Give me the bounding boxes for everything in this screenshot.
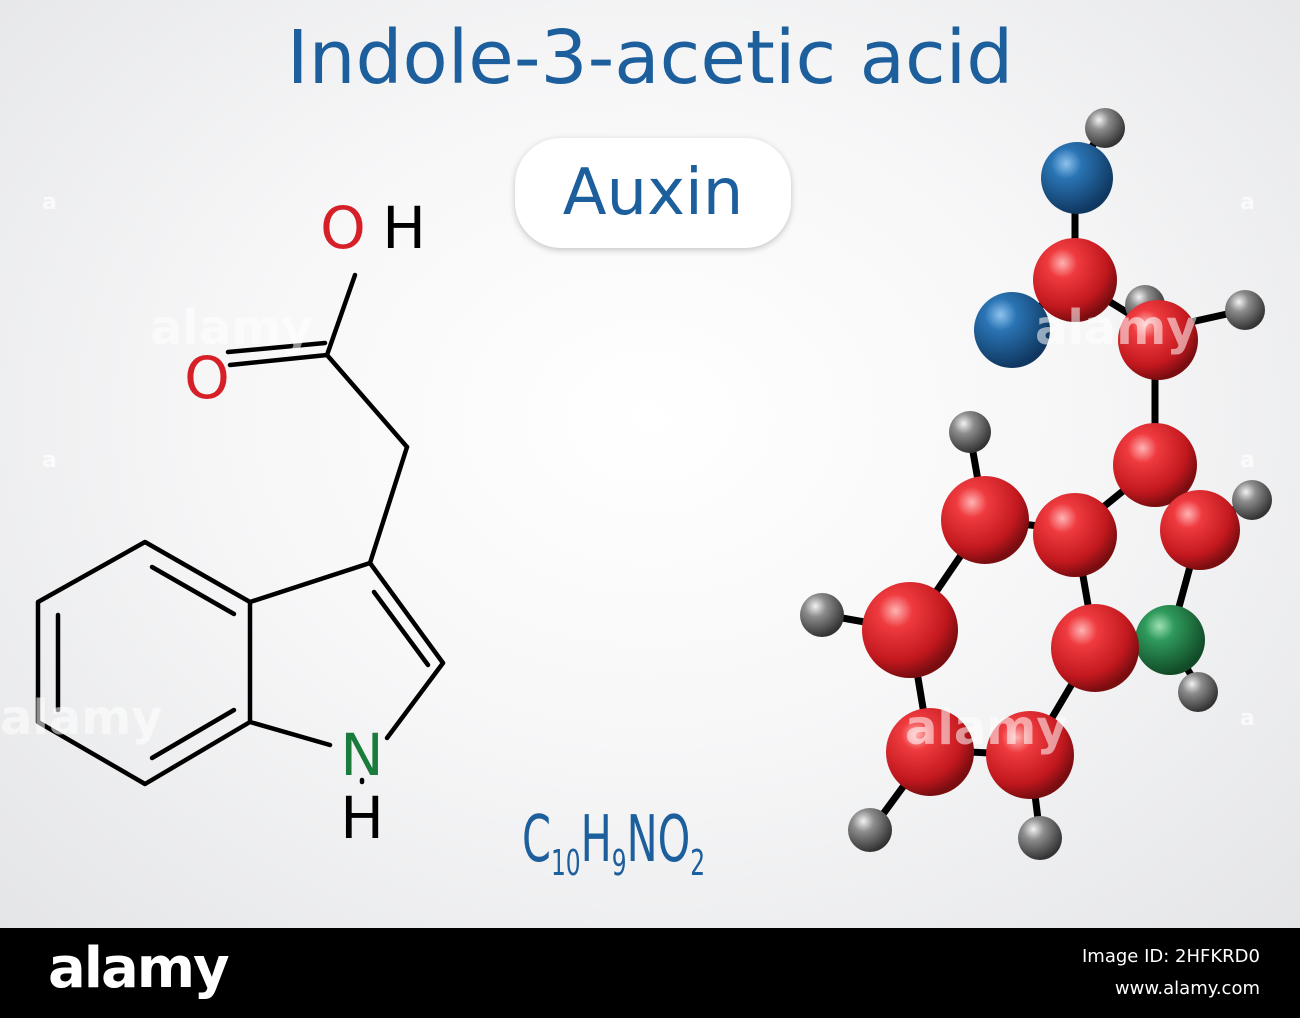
skeletal-formula: O H O N H [35, 194, 446, 852]
formula-subscript: 10 [550, 843, 581, 884]
footer-url: www.alamy.com [1114, 978, 1260, 999]
formula-subscript: 9 [611, 843, 627, 884]
hydrogen-atom [1178, 672, 1218, 712]
carbon-atom [1113, 423, 1197, 507]
footer-image-id: Image ID: 2HFKRD0 [1081, 946, 1260, 967]
carbon-atom [1160, 490, 1240, 570]
subtitle-text: Auxin [562, 156, 744, 230]
bond-carbonyl-1 [227, 352, 330, 368]
bond-c3a-c3 [247, 560, 373, 605]
ball-and-stick-model [800, 108, 1272, 860]
nitrogen-atom [1135, 605, 1205, 675]
bond-c3-c2-double [371, 589, 431, 668]
nitrogen-hydrogen-label: H [340, 784, 384, 852]
carbon-atom [1033, 493, 1117, 577]
oxygen-atom [974, 292, 1050, 368]
carbon-atom [862, 582, 958, 678]
hydroxyl-hydrogen-label: H [382, 194, 426, 262]
carbon-atom [986, 711, 1074, 799]
footer-logo: alamy [48, 936, 230, 1001]
carbon-atom [886, 708, 974, 796]
molecular-formula: C10H9NO2 [522, 808, 705, 898]
hydrogen-atom [1232, 480, 1272, 520]
bond-carbonyl-double [225, 340, 328, 355]
bond-ch2-carboxyl [324, 352, 410, 450]
hydroxyl-oxygen-label: O [320, 194, 366, 262]
bond-c3-ch2 [367, 444, 410, 566]
formula-element: C [522, 803, 551, 877]
hydrogen-atom [848, 808, 892, 852]
subtitle-badge: Auxin [515, 138, 791, 248]
nitrogen-label: N [340, 721, 383, 789]
formula-subscript: 2 [690, 843, 706, 884]
carbon-atom [1051, 604, 1139, 692]
benzene-double-bond-3 [149, 707, 237, 761]
stock-footer: alamy Image ID: 2HFKRD0 www.alamy.com [0, 928, 1300, 1018]
carbon-atom [941, 476, 1029, 564]
carbon-atom [1118, 300, 1198, 380]
model-atoms [800, 108, 1272, 860]
hydrogen-atom [1085, 108, 1125, 148]
bond-n-c7a [247, 719, 333, 748]
hydrogen-atom [1018, 816, 1062, 860]
hydrogen-atom [1225, 290, 1265, 330]
illustration-canvas: Indole-3-acetic acid Auxin O [0, 0, 1300, 928]
formula-element: NO [626, 803, 691, 877]
formula-element: H [580, 803, 612, 877]
bond-c2-n [384, 660, 446, 741]
hydrogen-atom [800, 593, 844, 637]
page-title: Indole-3-acetic acid [286, 15, 1014, 101]
carbonyl-oxygen-label: O [184, 344, 230, 412]
bond-carboxyl-oh [324, 272, 358, 358]
bond-c3-c2 [367, 560, 446, 666]
hydrogen-atom [949, 411, 991, 453]
skeletal-bonds [35, 272, 446, 787]
oxygen-atom [1041, 142, 1113, 214]
benzene-double-bond-1 [149, 564, 237, 617]
skeletal-atom-labels: O H O N H [184, 194, 426, 852]
carbon-atom [1033, 238, 1117, 322]
